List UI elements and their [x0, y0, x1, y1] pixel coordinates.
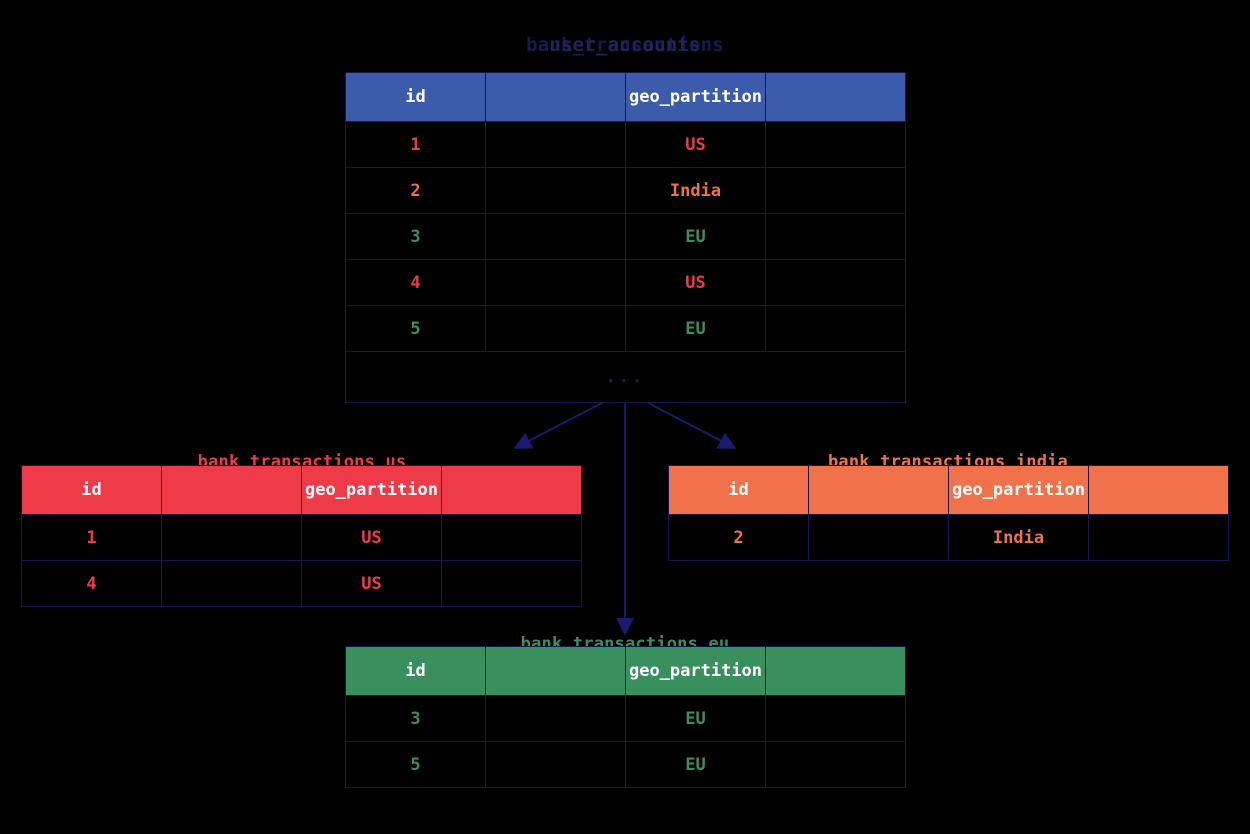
- table-header-row: id geo_partition: [668, 465, 1229, 515]
- table-row-ellipsis: ...: [345, 351, 906, 403]
- cell-geo-partition: US: [301, 560, 442, 607]
- cell-blank-2: [765, 167, 906, 214]
- column-header-blank-2: [765, 72, 906, 122]
- cell-id: 4: [345, 259, 486, 306]
- table-row: 5 EU: [345, 305, 906, 352]
- cell-id: 4: [21, 560, 162, 607]
- column-header-id: id: [345, 646, 486, 696]
- cell-blank-1: [485, 259, 626, 306]
- cell-blank-2: [441, 560, 582, 607]
- cell-blank-1: [485, 167, 626, 214]
- cell-blank-2: [765, 121, 906, 168]
- column-header-blank-1: [808, 465, 949, 515]
- column-header-geo-partition: geo_partition: [625, 646, 766, 696]
- column-header-blank-2: [1088, 465, 1229, 515]
- cell-id: 1: [21, 514, 162, 561]
- cell-blank-1: [485, 695, 626, 742]
- cell-blank-1: [161, 514, 302, 561]
- us-partition-table: id geo_partition 1 US 4 US: [21, 465, 582, 607]
- table-header-row: id geo_partition: [345, 646, 906, 696]
- column-header-id: id: [668, 465, 809, 515]
- cell-geo-partition: India: [948, 514, 1089, 561]
- column-header-geo-partition: geo_partition: [301, 465, 442, 515]
- table-row: 2 India: [345, 167, 906, 214]
- cell-blank-2: [765, 259, 906, 306]
- column-header-blank-1: [485, 646, 626, 696]
- table-row: 5 EU: [345, 741, 906, 788]
- cell-id: 3: [345, 695, 486, 742]
- cell-blank-1: [161, 560, 302, 607]
- column-header-blank-2: [765, 646, 906, 696]
- cell-blank-1: [485, 213, 626, 260]
- cell-geo-partition: EU: [625, 305, 766, 352]
- cell-blank-2: [765, 305, 906, 352]
- main-table-title: bank_transactions: [526, 34, 724, 56]
- table-header-row: id geo_partition: [21, 465, 582, 515]
- table-row: 3 EU: [345, 213, 906, 260]
- column-header-id: id: [21, 465, 162, 515]
- india-partition-table: id geo_partition 2 India: [668, 465, 1229, 561]
- cell-blank-1: [808, 514, 949, 561]
- main-table-title-overlay: user_accounts: [549, 34, 701, 56]
- table-row: 3 EU: [345, 695, 906, 742]
- cell-geo-partition: US: [625, 259, 766, 306]
- cell-id: 2: [345, 167, 486, 214]
- cell-geo-partition: US: [301, 514, 442, 561]
- cell-id: 1: [345, 121, 486, 168]
- cell-blank-1: [485, 741, 626, 788]
- cell-id: 5: [345, 305, 486, 352]
- ellipsis-cell: ...: [345, 351, 906, 403]
- column-header-geo-partition: geo_partition: [948, 465, 1089, 515]
- cell-blank-1: [485, 121, 626, 168]
- column-header-blank-2: [441, 465, 582, 515]
- cell-blank-2: [765, 695, 906, 742]
- cell-blank-2: [1088, 514, 1229, 561]
- table-row: 2 India: [668, 514, 1229, 561]
- cell-geo-partition: US: [625, 121, 766, 168]
- cell-id: 2: [668, 514, 809, 561]
- table-row: 1 US: [21, 514, 582, 561]
- cell-id: 5: [345, 741, 486, 788]
- column-header-blank-1: [485, 72, 626, 122]
- cell-blank-2: [441, 514, 582, 561]
- table-row: 4 US: [345, 259, 906, 306]
- eu-partition-table: id geo_partition 3 EU 5 EU: [345, 646, 906, 788]
- column-header-blank-1: [161, 465, 302, 515]
- table-row: 4 US: [21, 560, 582, 607]
- cell-geo-partition: EU: [625, 213, 766, 260]
- table-row: 1 US: [345, 121, 906, 168]
- cell-geo-partition: EU: [625, 741, 766, 788]
- table-header-row: id geo_partition: [345, 72, 906, 122]
- cell-blank-2: [765, 213, 906, 260]
- main-table: id geo_partition 1 US 2 India 3: [345, 72, 906, 403]
- column-header-id: id: [345, 72, 486, 122]
- cell-geo-partition: EU: [625, 695, 766, 742]
- cell-blank-2: [765, 741, 906, 788]
- column-header-geo-partition: geo_partition: [625, 72, 766, 122]
- cell-blank-1: [485, 305, 626, 352]
- cell-geo-partition: India: [625, 167, 766, 214]
- cell-id: 3: [345, 213, 486, 260]
